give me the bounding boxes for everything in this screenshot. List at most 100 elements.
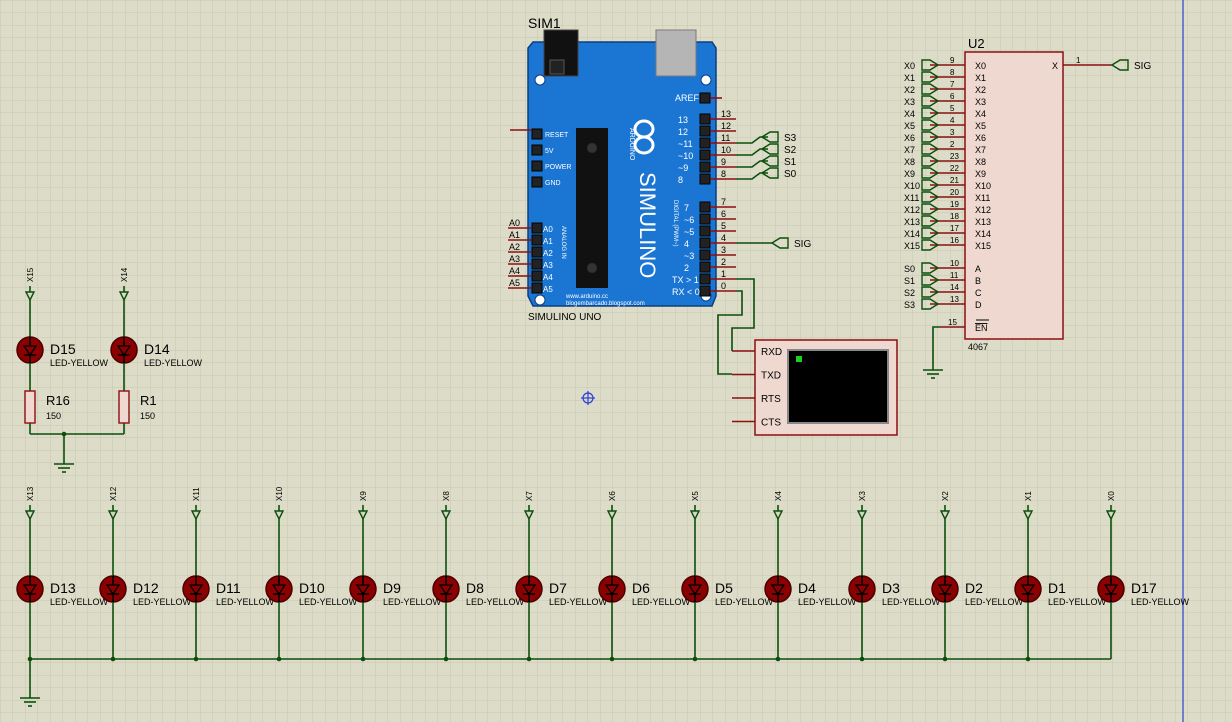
mux-select-label: D xyxy=(975,300,982,310)
tx-wire xyxy=(731,278,755,351)
power-pin-label: RESET xyxy=(545,132,569,139)
digital-pin-label: ~9 xyxy=(678,163,688,173)
header-pin xyxy=(699,173,711,185)
digital-pin-label: 2 xyxy=(684,263,689,273)
header-pin xyxy=(531,282,543,294)
net-terminal-label: SIG xyxy=(794,239,811,250)
mux-ref-label: U2 xyxy=(968,36,985,51)
header-pin xyxy=(699,201,711,213)
net-terminal xyxy=(921,59,940,71)
digital-pin-number: 1 xyxy=(721,269,726,279)
net-terminal-label: X13 xyxy=(26,486,35,501)
net-terminal-label: X14 xyxy=(904,229,920,239)
mux-enable-label: EN xyxy=(975,323,988,333)
led-ref-label: D14 xyxy=(144,341,170,357)
mux-input-label: X10 xyxy=(975,181,991,191)
header-pin xyxy=(699,149,711,161)
net-terminal-label: X13 xyxy=(904,217,920,227)
mux-pin-number: 18 xyxy=(950,212,959,221)
header-pin xyxy=(699,113,711,125)
mux-pin-number: 11 xyxy=(950,271,959,280)
header-pin xyxy=(699,237,711,249)
analog-pin-label: A3 xyxy=(543,261,553,270)
mount-hole xyxy=(534,294,546,306)
net-terminal xyxy=(921,71,940,83)
net-terminal xyxy=(921,227,940,239)
net-terminal-label: X0 xyxy=(904,61,915,71)
led-type-label: LED-YELLOW xyxy=(965,597,1024,607)
arduino-ref-label: SIM1 xyxy=(528,15,561,31)
digital-pin-number: 13 xyxy=(721,109,731,119)
header-pin xyxy=(531,160,543,172)
net-terminal-label: X4 xyxy=(904,109,915,119)
mux-input-label: X8 xyxy=(975,157,986,167)
net-terminal-label: X2 xyxy=(941,491,950,501)
net-terminal-label: S0 xyxy=(784,169,797,180)
net-terminal-label: X5 xyxy=(691,491,700,501)
net-terminal-label: X0 xyxy=(1107,491,1116,501)
led-ref-label: D12 xyxy=(133,580,159,596)
analog-pin-name: A4 xyxy=(509,266,520,276)
led-ref-label: D15 xyxy=(50,341,76,357)
digital-pin-number: 4 xyxy=(721,233,726,243)
led-type-label: LED-YELLOW xyxy=(216,597,275,607)
chip-notch xyxy=(587,143,597,153)
mux-pin-number: 4 xyxy=(950,116,955,125)
mux-pin-number: 1 xyxy=(1076,56,1081,65)
mux-input-label: X12 xyxy=(975,205,991,215)
net-terminal-label: X7 xyxy=(904,145,915,155)
mux-select-label: A xyxy=(975,264,981,274)
mux-pin-number: 6 xyxy=(950,92,955,101)
net-terminal-label: X1 xyxy=(1024,491,1033,501)
net-terminal xyxy=(921,298,940,310)
digital-header-label: DIGITAL (PWM~) xyxy=(672,200,678,247)
analog-pin-label: A0 xyxy=(543,225,553,234)
mux-pin-number: 14 xyxy=(950,283,959,292)
net-terminal-label: X9 xyxy=(359,491,368,501)
net-terminal-label: S1 xyxy=(904,276,915,286)
digital-pin-number: 0 xyxy=(721,281,726,291)
mux-pin-number: 3 xyxy=(950,128,955,137)
atmega-chip xyxy=(576,128,608,288)
led-ref-label: D1 xyxy=(1048,580,1066,596)
resistor-ref-label: R16 xyxy=(46,393,70,408)
header-pin xyxy=(531,258,543,270)
led-type-label: LED-YELLOW xyxy=(1131,597,1190,607)
led-type-label: LED-YELLOW xyxy=(299,597,358,607)
led-type-label: LED-YELLOW xyxy=(549,597,608,607)
analog-pin-name: A2 xyxy=(509,242,520,252)
digital-pin-label: ~10 xyxy=(678,151,693,161)
digital-pin-label: TX > 1 xyxy=(672,275,699,285)
simulino-logo-text: SIMULINO xyxy=(635,172,660,278)
resistor-value-label: 150 xyxy=(46,411,61,421)
led-type-label: LED-YELLOW xyxy=(144,358,203,368)
resistor[interactable] xyxy=(118,390,130,424)
resistor-value-label: 150 xyxy=(140,411,155,421)
net-terminal-label: X14 xyxy=(120,267,129,282)
arduino-board[interactable]: SIM1 SIMULINO UNO SIMULINO ARDUINO www.a… xyxy=(508,15,736,323)
analog-pin-name: A5 xyxy=(509,278,520,288)
led-type-label: LED-YELLOW xyxy=(632,597,691,607)
mux-4067[interactable]: U2 4067 9X0X08X1X17X2X26X3X35X4X44X5X53X… xyxy=(904,36,1151,352)
mux-input-label: X0 xyxy=(975,61,986,71)
analog-header-label: ANALOG IN xyxy=(560,226,566,259)
terminal-pin-label: RTS xyxy=(761,394,781,405)
header-pin xyxy=(699,125,711,137)
chip-notch xyxy=(587,263,597,273)
led-ref-label: D8 xyxy=(466,580,484,596)
digital-header: 13131212~1111~1010~998877~66~5544~3322TX… xyxy=(672,92,736,297)
net-terminal xyxy=(921,83,940,95)
mount-hole xyxy=(534,74,546,86)
select-wire xyxy=(736,148,768,156)
select-wire xyxy=(736,136,768,144)
net-terminal xyxy=(921,143,940,155)
led-type-label: LED-YELLOW xyxy=(798,597,857,607)
led-type-label: LED-YELLOW xyxy=(1048,597,1107,607)
digital-pin-number: 12 xyxy=(721,121,731,131)
resistor[interactable] xyxy=(24,390,36,424)
net-terminal xyxy=(921,131,940,143)
terminal-pin-label: CTS xyxy=(761,418,781,429)
analog-pin-name: A1 xyxy=(509,230,520,240)
